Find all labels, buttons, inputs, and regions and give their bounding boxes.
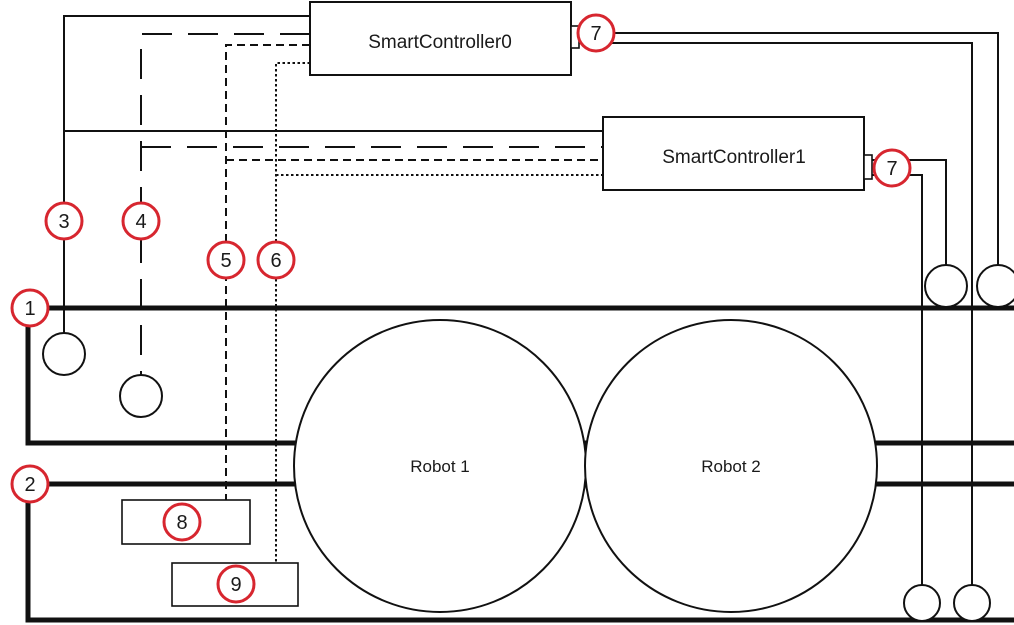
callout-5: 5 [206,240,246,280]
svg-text:7: 7 [590,23,601,45]
svg-text:2: 2 [24,474,35,496]
connector-circle-3 [42,332,86,376]
robot-1-label: Robot 1 [410,457,470,476]
callout-1: 1 [10,288,50,328]
callout-2: 2 [10,464,50,504]
robot-2: Robot 2 [584,319,878,613]
connector-circle-7-bottom-left [903,584,941,622]
callout-9: 9 [216,564,256,604]
robot-1: Robot 1 [293,319,587,613]
cable-7-sc1 [866,159,947,588]
callout-6: 6 [256,240,296,280]
connector-circle-7-top-left [924,264,968,308]
svg-text:3: 3 [58,211,69,233]
smartcontroller-1-label: SmartController1 [662,147,806,168]
svg-text:8: 8 [176,512,187,534]
callout-4: 4 [121,201,161,241]
cable-6 [275,62,603,563]
connector-circle-7-top-right [976,264,1014,308]
svg-text:6: 6 [270,250,281,272]
connector-circle-4 [119,374,163,418]
svg-text:9: 9 [230,574,241,596]
callout-7-sc1: 7 [872,148,912,188]
callout-8: 8 [162,502,202,542]
robot-2-label: Robot 2 [701,457,761,476]
smartcontroller-0: SmartController0 [309,1,580,76]
svg-text:1: 1 [24,298,35,320]
connector-circle-7-bottom-right [953,584,991,622]
callout-7-sc0: 7 [576,13,616,53]
cable-4 [140,33,603,375]
cable-7-sc0 [572,32,999,588]
callout-3: 3 [44,201,84,241]
smartcontroller-0-label: SmartController0 [368,32,512,53]
svg-text:7: 7 [886,158,897,180]
smartcontroller-1: SmartController1 [602,116,873,191]
cable-5 [225,44,603,500]
svg-text:5: 5 [220,250,231,272]
svg-text:4: 4 [135,211,146,233]
